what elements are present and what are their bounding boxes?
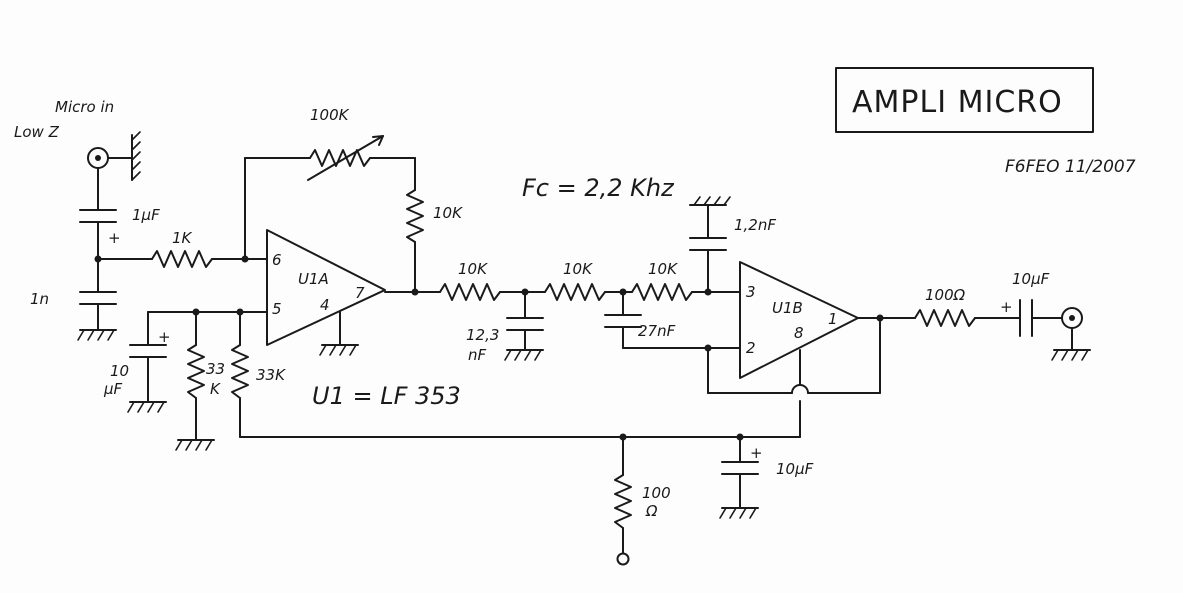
input-label: Micro in [55, 98, 114, 116]
bias-resistor-supply [231, 344, 249, 399]
supply-resistor-value: 100 [642, 484, 671, 502]
input-capacitor-value: 1µF [132, 206, 160, 224]
u1a-pin-5: 5 [272, 300, 282, 318]
supply-capacitor [719, 461, 759, 519]
opamp-u1b [739, 261, 859, 379]
feedback-resistor [406, 189, 424, 243]
bias-resistor-ground [187, 344, 205, 399]
u1b-pin-8: 8 [794, 324, 804, 342]
cutoff-frequency: Fc = 2,2 Khz [522, 174, 675, 202]
input-capacitor-polarity: + [108, 229, 121, 247]
opamp-u1a [266, 229, 386, 346]
filter-capacitor-3-value: 1,2nF [734, 216, 776, 234]
bias-capacitor-polarity: + [158, 328, 171, 346]
feedback-resistor-value: 10K [433, 204, 463, 222]
filter-resistor-3-value: 10K [648, 260, 678, 278]
diagram-title: AMPLI MICRO [852, 85, 1063, 120]
filter-capacitor-1-value: 12,3 [466, 326, 499, 344]
output-resistor-value: 100Ω [925, 286, 966, 304]
potentiometer-value: 100K [310, 106, 350, 124]
bias-resistor-ground-unit: K [210, 380, 221, 398]
title-box [835, 67, 1094, 133]
filter-resistor-2-value: 10K [563, 260, 593, 278]
output-capacitor [1019, 299, 1033, 337]
filter-resistor-1 [439, 283, 501, 301]
feedback-potentiometer [309, 149, 371, 167]
input-jack [87, 131, 141, 181]
u1b-pin-2: 2 [746, 339, 756, 357]
bias-resistor-ground-value: 33 [206, 360, 225, 378]
output-capacitor-polarity: + [1000, 298, 1013, 316]
filter-capacitor-3 [689, 196, 731, 251]
input-resistor [151, 250, 213, 268]
supply-capacitor-value: 10µF [776, 460, 814, 478]
author-date: F6FEO 11/2007 [1005, 157, 1136, 177]
bias-capacitor [127, 344, 167, 413]
output-resistor [914, 309, 976, 327]
u1b-pin-3: 3 [746, 283, 756, 301]
output-capacitor-value: 10µF [1012, 270, 1050, 288]
filter-resistor-3 [631, 283, 693, 301]
u1a-pin-7: 7 [355, 284, 365, 302]
filter-capacitor-1-unit: nF [468, 346, 487, 364]
bias-capacitor-unit: µF [103, 380, 123, 398]
input-impedance-label: Low Z [14, 123, 60, 141]
filter-capacitor-2-value: 27nF [638, 322, 676, 340]
bias-resistor-supply-value: 33K [256, 366, 286, 384]
filter-capacitor-1n [77, 291, 117, 341]
u1b-pin-1: 1 [828, 310, 838, 328]
u1a-pin-6: 6 [272, 251, 282, 269]
filter-resistor-1-value: 10K [458, 260, 488, 278]
supply-terminal [616, 552, 630, 566]
u1a-name: U1A [298, 270, 329, 288]
supply-resistor [614, 474, 632, 529]
filter-capacitor-1 [504, 317, 544, 361]
filter-capacitor-2 [604, 314, 642, 328]
input-resistor-value: 1K [172, 229, 193, 247]
u1a-pin-4: 4 [320, 296, 330, 314]
input-capacitor [79, 209, 117, 223]
supply-capacitor-polarity: + [750, 444, 763, 462]
bias-capacitor-value: 10 [110, 362, 129, 380]
chip-label: U1 = LF 353 [312, 382, 461, 410]
u1b-name: U1B [772, 299, 803, 317]
capacitor-1n-value: 1n [30, 290, 49, 308]
supply-resistor-unit: Ω [645, 502, 658, 520]
output-jack [1051, 307, 1091, 361]
filter-resistor-2 [544, 283, 606, 301]
